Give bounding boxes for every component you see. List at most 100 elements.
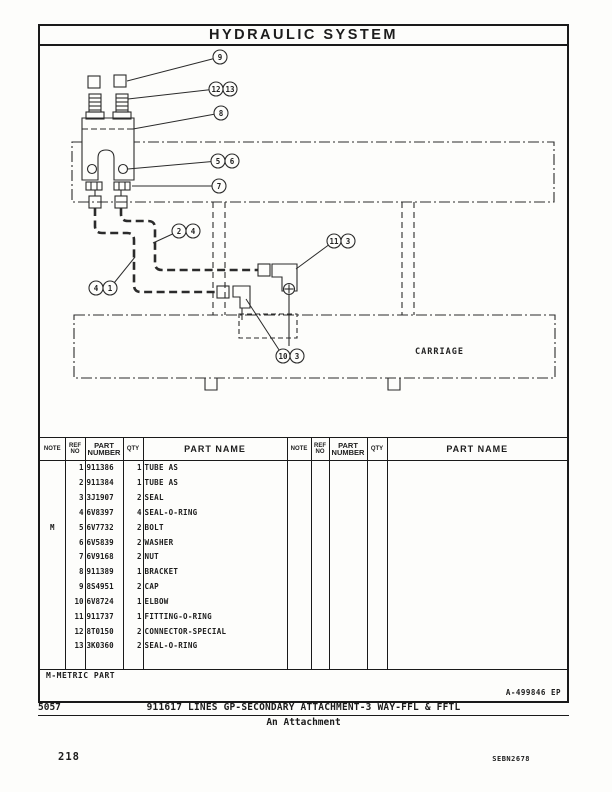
cell-ref: 9: [64, 579, 85, 595]
callout-number: 3: [295, 352, 300, 361]
cell-note: M: [49, 522, 55, 532]
cell-note: [286, 565, 311, 580]
cell-part_name: BOLT: [142, 520, 287, 536]
cell-ref: [310, 520, 329, 536]
cell-part_name: [386, 609, 567, 625]
bracket-outline: [81, 117, 135, 181]
cell-part_name: [386, 550, 567, 566]
callout-circle: [211, 178, 227, 194]
cell-part_name: [386, 639, 567, 655]
table-filler-row: [40, 654, 567, 669]
callout-circle: [212, 49, 228, 65]
header-qty: QTY: [122, 438, 143, 461]
nut-left-icon: [85, 181, 103, 191]
cell-note: [286, 609, 311, 625]
callout-number: 6: [230, 157, 235, 166]
title-band: HYDRAULIC SYSTEM: [40, 26, 567, 46]
cell-part_name: TUBE AS: [142, 460, 287, 477]
cell-note: [40, 461, 65, 477]
cell-ref: 5: [64, 520, 85, 536]
cell-part_number: 911384: [84, 476, 123, 492]
cell-part_number: [328, 550, 367, 566]
tube-1: [93, 208, 216, 294]
cell-part_number: [328, 505, 367, 521]
cell-ref: 10: [64, 594, 85, 610]
cell-part_number: [328, 535, 367, 551]
cell-part_number: [328, 579, 367, 595]
callout-9: 9: [126, 49, 228, 82]
cell-ref: 13: [64, 639, 85, 655]
cell-qty: [366, 594, 387, 610]
cell-qty: [366, 565, 387, 580]
cell-part_name: ELBOW: [142, 594, 287, 610]
callout-number: 7: [217, 182, 222, 191]
connector-left: [85, 93, 105, 120]
cell-part_number: [328, 594, 367, 610]
callout-number: 10: [278, 352, 288, 361]
callout-number: 9: [218, 53, 223, 62]
cell-qty: 1: [122, 594, 143, 610]
cell-ref: [310, 460, 329, 477]
cell-note: [286, 639, 311, 655]
cell-part_number: 6V9168: [84, 550, 123, 566]
frame-outline-upper: [71, 141, 555, 203]
cell-qty: 2: [122, 535, 143, 551]
callout-number: 13: [225, 85, 235, 94]
cell-note: [286, 594, 311, 610]
cell-part_number: [328, 491, 367, 506]
cell-qty: [366, 550, 387, 566]
tube-2: [119, 208, 258, 272]
callout-circle: [222, 81, 238, 97]
cell-ref: [310, 579, 329, 595]
footnote-band: M-METRIC PART A-499846 EP: [40, 668, 567, 699]
cell-note: [286, 505, 311, 521]
cell-part_number: [328, 609, 367, 625]
cell-qty: 2: [122, 639, 143, 655]
cell-part_name: [386, 624, 567, 640]
cell-note: [40, 536, 65, 551]
callout-circle: [340, 233, 356, 249]
mounting-hole-left: [86, 163, 98, 175]
cell-note: [286, 520, 311, 536]
cell-part_name: [386, 535, 567, 551]
cell-qty: [366, 579, 387, 595]
cell-ref: [310, 476, 329, 492]
cell-part_name: [386, 565, 567, 580]
cell-part_number: 911389: [84, 565, 123, 580]
cell-part_name: SEAL-O-RING: [142, 505, 287, 521]
cell-qty: 2: [122, 491, 143, 506]
cell-qty: [366, 460, 387, 477]
cell-ref: [310, 639, 329, 655]
page-frame: HYDRAULIC SYSTEM: [38, 24, 569, 703]
callout-number: 5: [216, 157, 221, 166]
page-title: HYDRAULIC SYSTEM: [208, 27, 399, 43]
metric-part-note: M-METRIC PART: [46, 671, 116, 680]
cell-ref: [310, 565, 329, 580]
cell-qty: [366, 520, 387, 536]
cell-note: [286, 535, 311, 551]
callout-number: 1: [108, 284, 113, 293]
cell-part_name: FITTING-O-RING: [142, 609, 287, 625]
drop-line-pair-right: [401, 202, 415, 315]
cell-qty: [366, 476, 387, 492]
cell-ref: 2: [64, 476, 85, 492]
cell-part_name: SEAL-O-RING: [142, 639, 287, 655]
cell-note: [286, 476, 311, 492]
cell-part_name: [386, 505, 567, 521]
cell-note: [40, 580, 65, 595]
drop-line-pair-left: [212, 202, 226, 315]
elbow-lower: [232, 285, 251, 309]
nut-right-icon: [113, 181, 131, 191]
plug-circle-plus-icon: [282, 282, 296, 296]
